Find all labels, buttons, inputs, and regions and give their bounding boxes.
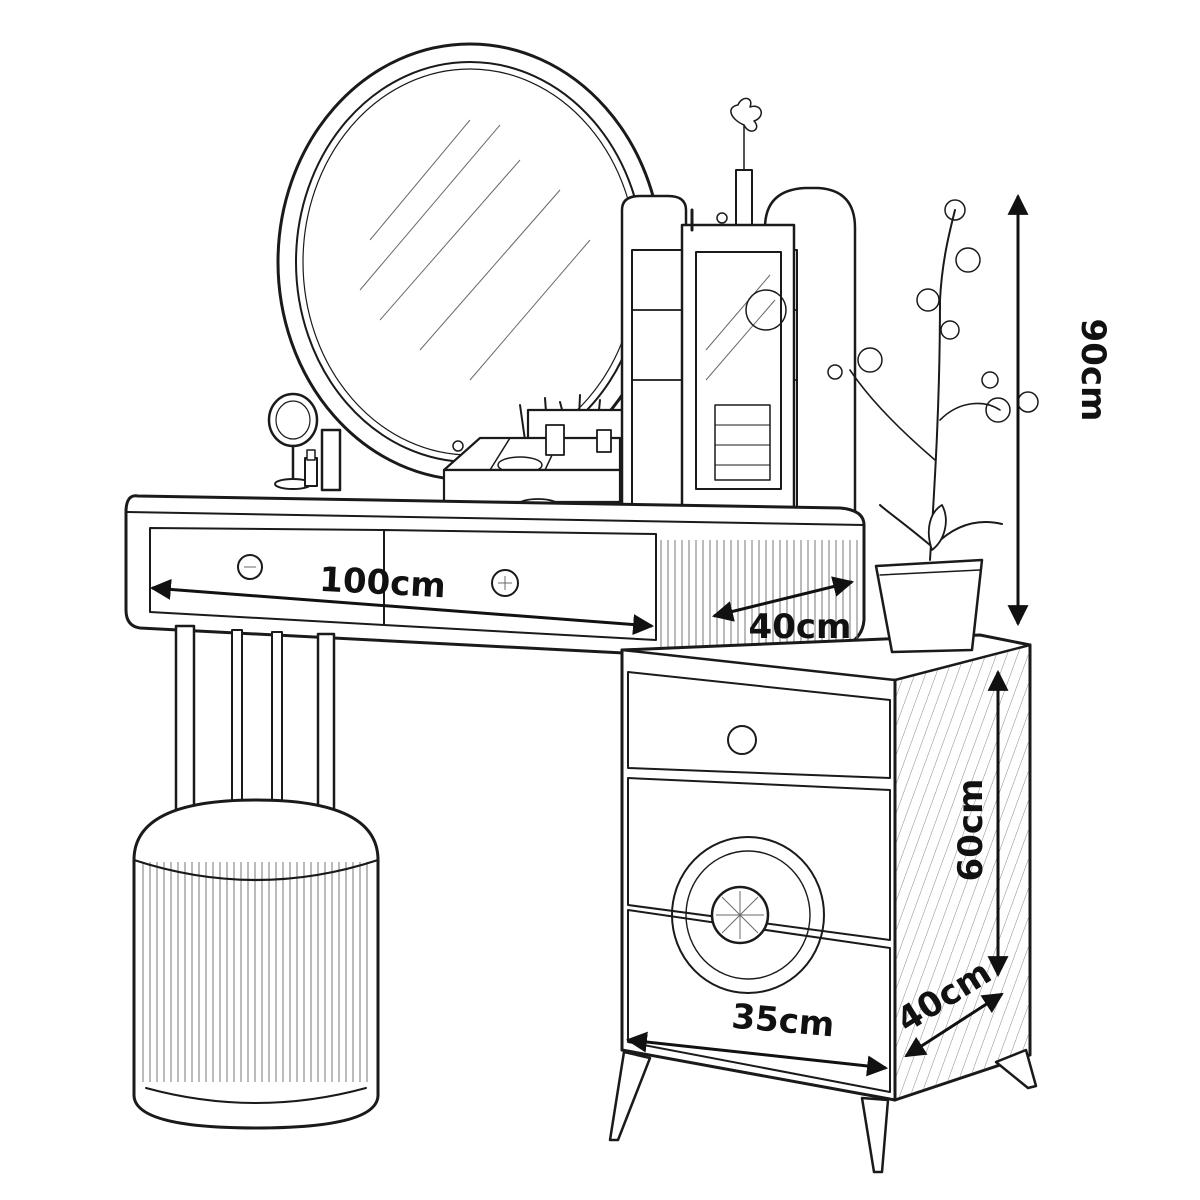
cabinet-width-label: 35cm — [730, 997, 836, 1046]
dimension-annotations: 90cm 100cm 40cm 60cm 35cm 40cm — [149, 193, 1113, 1077]
cabinet-width-dimension-arrow — [625, 1031, 889, 1077]
small-makeup-mirror — [267, 392, 319, 490]
cabinet-depth-dimension-arrow — [904, 992, 1004, 1058]
bud-vase — [730, 97, 762, 229]
side-cabinet — [608, 633, 1038, 1174]
makeup-organizer — [442, 394, 626, 512]
width-dimension-arrow — [149, 578, 655, 636]
left-legs — [174, 624, 336, 816]
top-depth-dimension-arrow — [711, 576, 855, 622]
potted-orchid — [827, 199, 1039, 654]
stool — [132, 798, 380, 1130]
total-height-label: 90cm — [1073, 319, 1113, 422]
top-depth-label: 40cm — [749, 607, 852, 647]
cabinet-height-label: 60cm — [951, 779, 991, 882]
storage-cabinet — [620, 186, 857, 519]
table-width-label: 100cm — [318, 560, 446, 607]
